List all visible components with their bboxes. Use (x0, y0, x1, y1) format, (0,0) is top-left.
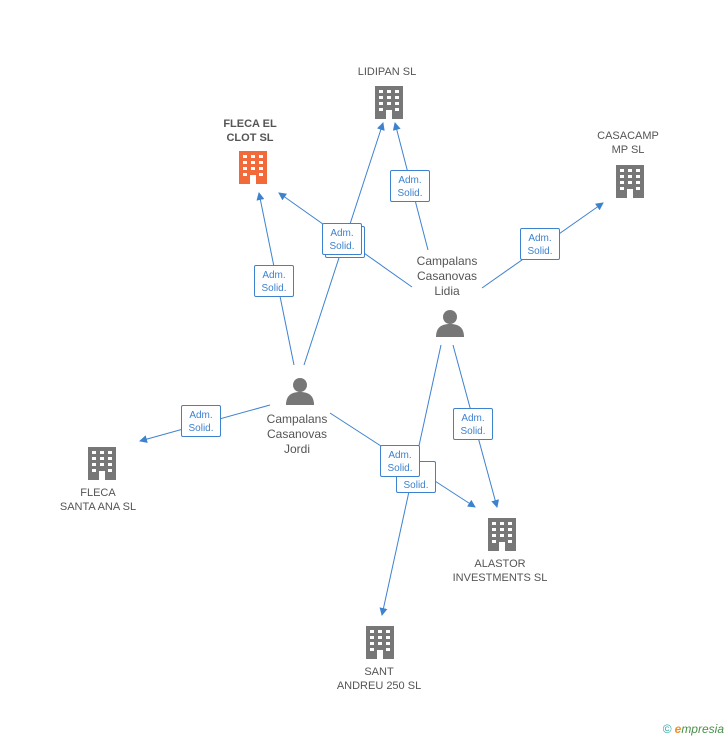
relation-label-lidia-lidipan: Adm. Solid. (390, 170, 430, 202)
relation-label-jordi-lidipan: Adm. Solid. (322, 223, 362, 255)
node-label-casacamp[interactable]: CASACAMP MP SL (597, 130, 659, 156)
building-icon-fleca-el-clot[interactable] (239, 151, 267, 184)
node-label-lidia[interactable]: Campalans Casanovas Lidia (416, 254, 478, 298)
building-icon-fleca-santa-ana[interactable] (88, 447, 116, 480)
relation-label-jordi-alastor: Adm. Solid. (380, 445, 420, 477)
node-label-fleca-el-clot[interactable]: FLECA EL CLOT SL (223, 118, 277, 144)
relation-label-lidia-alastor: Adm. Solid. (453, 408, 493, 440)
relation-label-lidia-casacamp: Adm. Solid. (520, 228, 560, 260)
node-label-jordi[interactable]: Campalans Casanovas Jordi (266, 412, 328, 456)
brand-logo-text: mpresia (681, 722, 724, 736)
building-icon-sant-andreu[interactable] (366, 626, 394, 659)
node-label-alastor[interactable]: ALASTOR INVESTMENTS SL (452, 558, 548, 584)
relation-label-jordi-fleca-el-clot: Adm. Solid. (254, 265, 294, 297)
node-label-lidipan[interactable]: LIDIPAN SL (357, 66, 417, 78)
building-icon-lidipan[interactable] (375, 86, 403, 119)
node-label-fleca-santa-ana[interactable]: FLECA SANTA ANA SL (59, 487, 137, 513)
person-icon-lidia[interactable] (436, 310, 464, 337)
brand-logo-letter: e (674, 722, 682, 736)
node-label-sant-andreu[interactable]: SANT ANDREU 250 SL (336, 666, 422, 692)
building-icon-casacamp[interactable] (616, 165, 644, 198)
copyright-icon: © (662, 722, 672, 736)
relation-label-jordi-fleca-santa-ana: Adm. Solid. (181, 405, 221, 437)
building-icon-alastor[interactable] (488, 518, 516, 551)
footer-brand: ©empresia (663, 722, 724, 736)
person-icon-jordi[interactable] (286, 378, 314, 405)
